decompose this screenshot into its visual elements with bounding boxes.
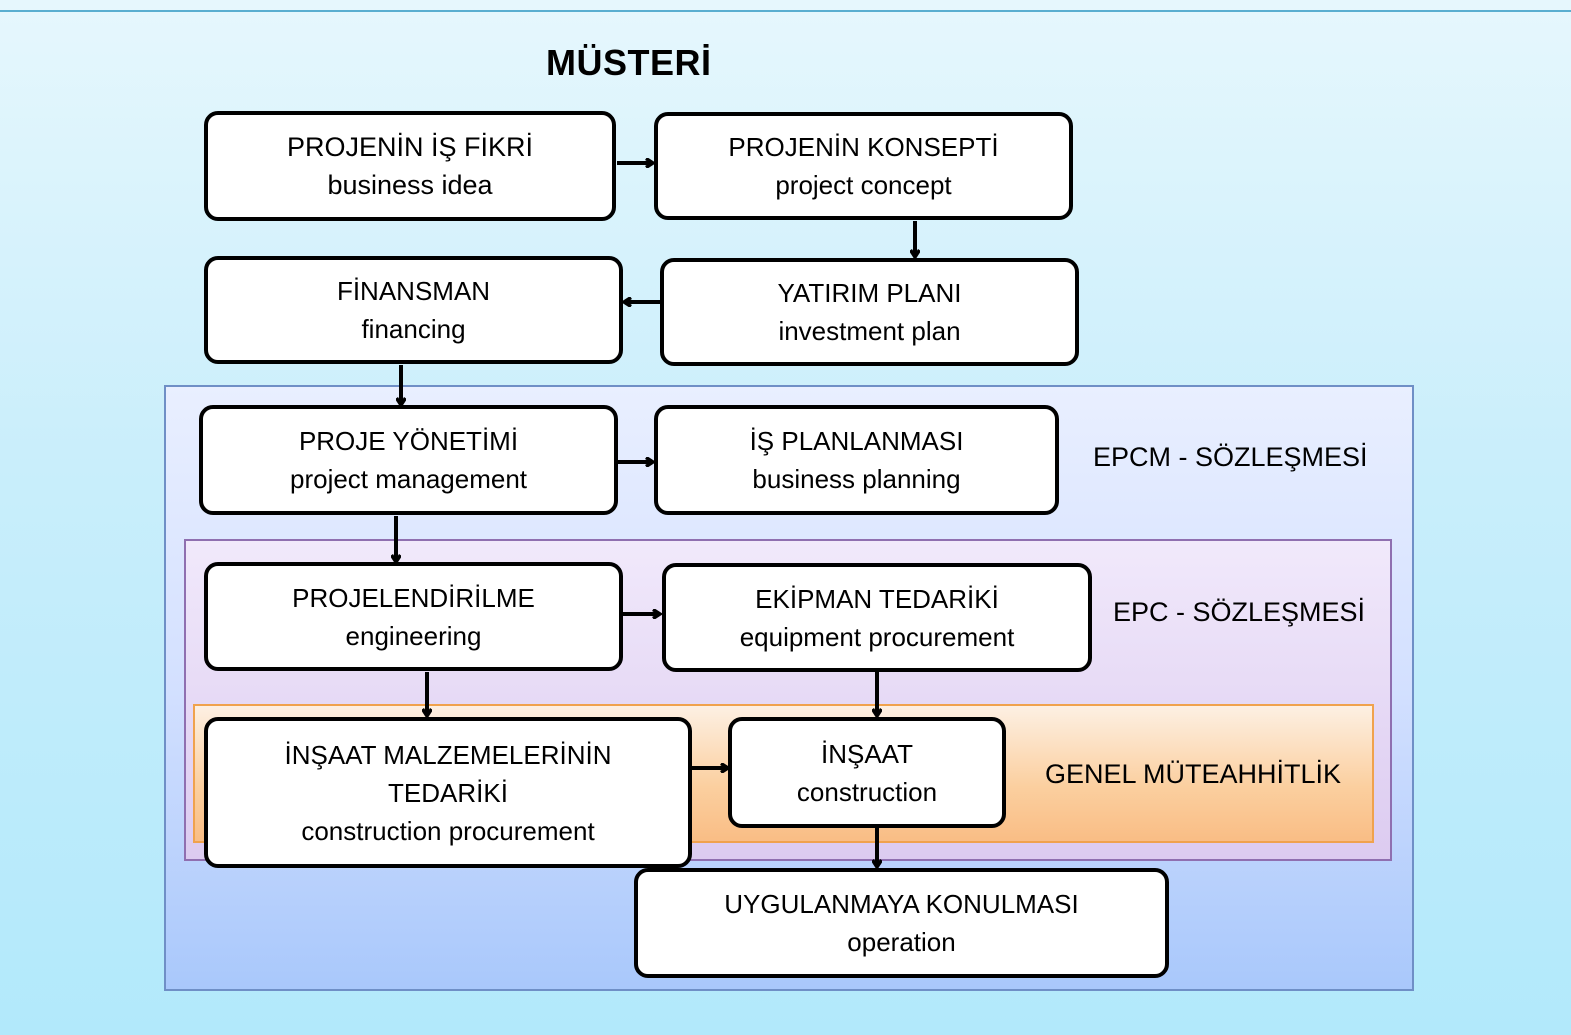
box-equipment-procurement-tr: EKİPMAN TEDARİKİ bbox=[755, 583, 999, 614]
box-operation-tr: UYGULANMAYA KONULMASI bbox=[724, 889, 1079, 919]
general-contracting-label: GENEL MÜTEAHHİTLİK bbox=[1045, 759, 1342, 789]
box-construction-procurement-tr2: TEDARİKİ bbox=[388, 777, 508, 808]
box-construction-en: construction bbox=[796, 776, 938, 807]
box-business-planning-tr: İŞ PLANLANMASI bbox=[749, 426, 964, 456]
box-project-concept-tr: PROJENİN KONSEPTİ bbox=[728, 132, 999, 162]
box-financing-tr: FİNANSMAN bbox=[336, 276, 491, 306]
box-business-idea: PROJENİN İŞ FİKRİ business idea bbox=[204, 111, 616, 221]
epcm-contract-label: EPCM - SÖZLEŞMESİ bbox=[1093, 442, 1368, 472]
box-engineering: PROJELENDİRİLME engineering bbox=[204, 562, 623, 671]
box-operation: UYGULANMAYA KONULMASI operation bbox=[634, 868, 1169, 978]
box-construction-procurement-tr1: İNŞAAT MALZEMELERİNİN bbox=[284, 739, 612, 770]
box-business-planning-en: business planning bbox=[752, 464, 961, 494]
box-business-planning: İŞ PLANLANMASI business planning bbox=[654, 405, 1059, 515]
epc-contract-label: EPC - SÖZLEŞMESİ bbox=[1113, 597, 1366, 627]
box-operation-en: operation bbox=[847, 927, 956, 957]
box-project-management-tr: PROJE YÖNETİMİ bbox=[298, 426, 519, 456]
box-project-management: PROJE YÖNETİMİ project management bbox=[199, 405, 618, 515]
box-project-management-en: project management bbox=[289, 464, 528, 494]
box-financing-en: financing bbox=[361, 314, 466, 344]
box-engineering-tr: PROJELENDİRİLME bbox=[292, 582, 535, 613]
box-investment-plan: YATIRIM PLANI investment plan bbox=[660, 258, 1079, 366]
box-business-idea-en: business idea bbox=[327, 170, 493, 200]
box-financing: FİNANSMAN financing bbox=[204, 256, 623, 364]
top-divider-line bbox=[0, 10, 1571, 12]
box-investment-plan-en: investment plan bbox=[778, 316, 961, 346]
box-business-idea-tr: PROJENİN İŞ FİKRİ bbox=[286, 132, 534, 162]
box-construction-procurement-en: construction procurement bbox=[301, 815, 595, 846]
box-investment-plan-tr: YATIRIM PLANI bbox=[777, 278, 962, 308]
box-equipment-procurement: EKİPMAN TEDARİKİ equipment procurement bbox=[662, 563, 1092, 672]
diagram-title: MÜSTERİ bbox=[546, 42, 712, 83]
box-construction: İNŞAAT construction bbox=[728, 717, 1006, 828]
box-construction-procurement: İNŞAAT MALZEMELERİNİN TEDARİKİ construct… bbox=[204, 717, 692, 868]
box-construction-tr: İNŞAAT bbox=[821, 738, 913, 769]
box-equipment-procurement-en: equipment procurement bbox=[739, 621, 1015, 652]
box-project-concept: PROJENİN KONSEPTİ project concept bbox=[654, 112, 1073, 220]
box-engineering-en: engineering bbox=[345, 620, 482, 651]
box-project-concept-en: project concept bbox=[775, 170, 952, 200]
